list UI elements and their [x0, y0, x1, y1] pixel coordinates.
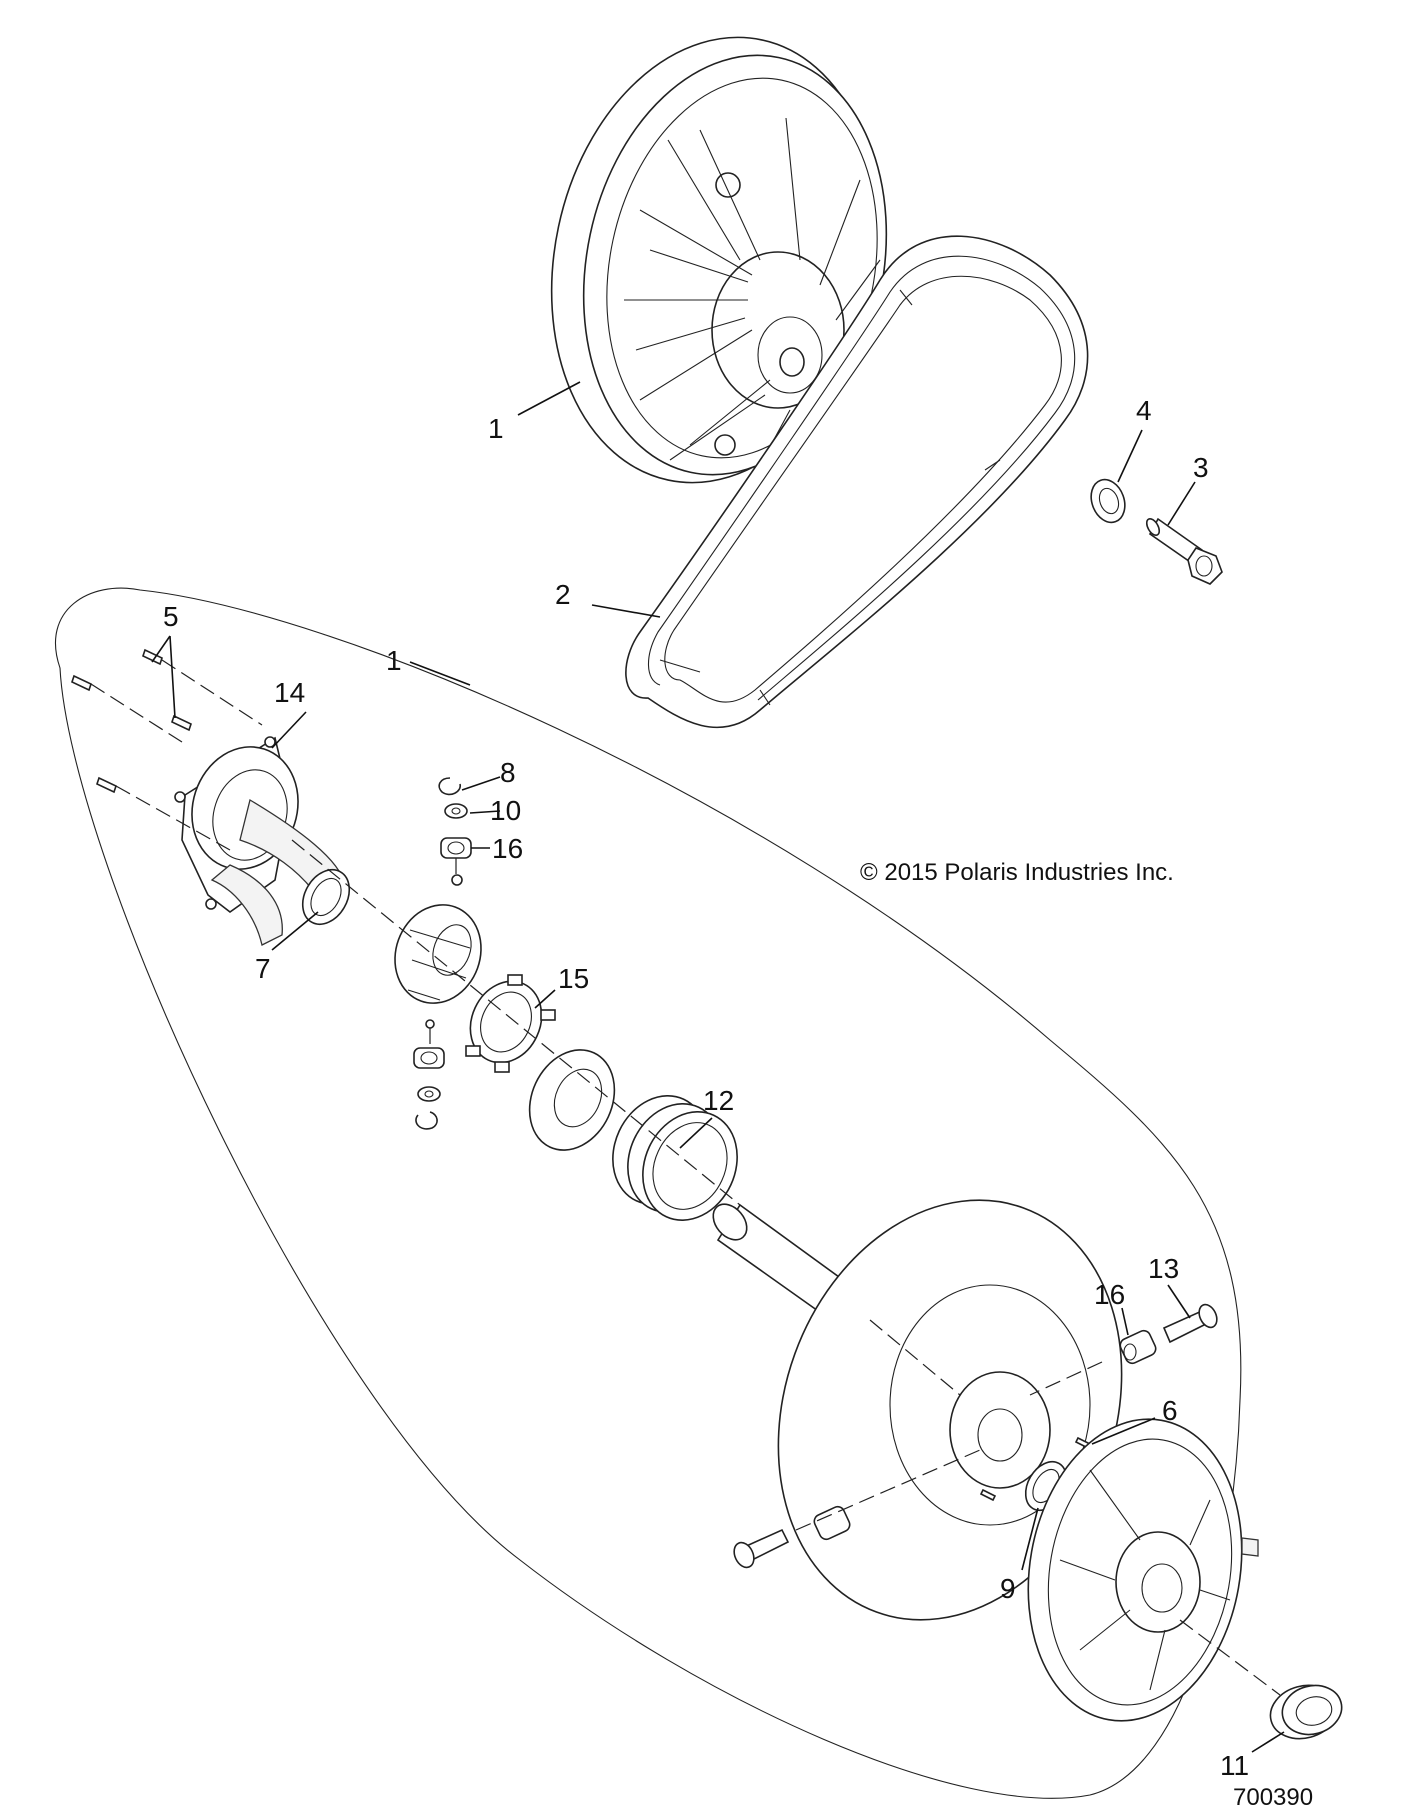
callout-1-top: 1: [488, 413, 504, 444]
sheave-assembly-top: [550, 36, 888, 484]
screws-part-5: [71, 648, 192, 794]
callout-5: 5: [163, 601, 179, 632]
roller-stack-lower: [413, 1019, 445, 1130]
callout-9: 9: [1000, 1573, 1016, 1604]
callout-10: 10: [490, 795, 521, 826]
callout-11: 11: [1220, 1750, 1249, 1781]
bearing-part-11: [1269, 1684, 1343, 1740]
washer-part-4: [1090, 478, 1126, 524]
callout-16-lower: 16: [1094, 1279, 1125, 1310]
bolt-part-3: [1145, 517, 1223, 585]
callout-2: 2: [555, 579, 571, 610]
roller-stack-upper: [438, 777, 472, 886]
tabbed-ring-part-15: [465, 974, 556, 1073]
callout-8: 8: [500, 757, 516, 788]
figure-number: 700390: [1233, 1784, 1313, 1811]
callout-14: 14: [274, 677, 305, 708]
pin-part-13: [1162, 1303, 1218, 1344]
dowel-pins-part-6: [979, 1436, 1092, 1502]
cam-assembly: [394, 904, 482, 1004]
pin-and-roller-lower-left: [733, 1505, 851, 1569]
assembly-axis-lines: [90, 659, 1281, 1696]
callout-3: 3: [1193, 452, 1209, 483]
callout-7: 7: [255, 953, 271, 984]
callout-labels: 1 2 3 4 5 1 14 8 10 16 7 15 12 13 16 6 9…: [163, 395, 1249, 1781]
copyright-notice: © 2015 Polaris Industries Inc.: [860, 859, 1174, 886]
callout-1-oval: 1: [386, 645, 402, 676]
thrust-plate: [528, 1049, 616, 1151]
drive-belt: [625, 235, 1089, 729]
leader-lines: [151, 381, 1285, 1753]
callout-12: 12: [703, 1085, 734, 1116]
roller-part-16-lower: [1119, 1329, 1157, 1365]
callout-4: 4: [1136, 395, 1152, 426]
callout-15: 15: [558, 963, 589, 994]
callout-13: 13: [1148, 1253, 1179, 1284]
callout-16-upper: 16: [492, 833, 523, 864]
callout-6: 6: [1162, 1395, 1178, 1426]
fixed-sheave-lower: [1027, 1418, 1259, 1722]
